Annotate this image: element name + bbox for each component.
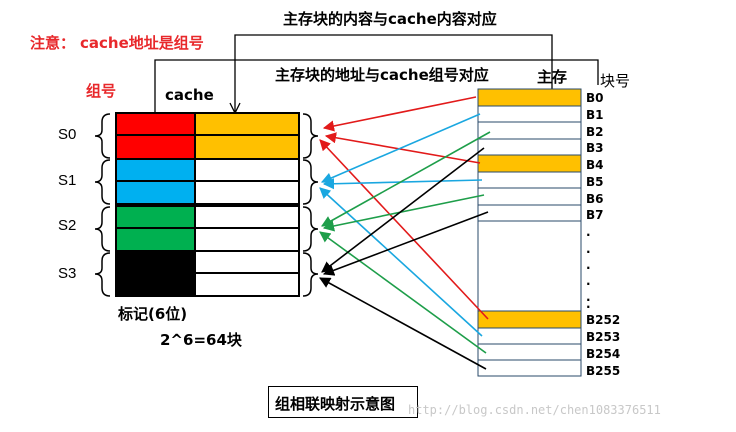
ellipsis-dot: .: [586, 225, 591, 239]
block-label-b255: B255: [586, 364, 621, 378]
cache-tag-cell: [116, 159, 195, 181]
main-memory-label: 主存: [537, 68, 568, 86]
block-label-b2: B2: [586, 125, 604, 139]
block-label-b6: B6: [586, 192, 604, 206]
cache-tag-cell: [116, 113, 195, 135]
block-label-b1: B1: [586, 108, 604, 122]
note-prefix: 注意：: [30, 34, 76, 52]
block-label-b7: B7: [586, 208, 604, 222]
block-label-b4: B4: [586, 158, 604, 172]
cache-content-cell: [195, 135, 299, 159]
ellipsis-dot: .: [586, 274, 591, 288]
block-label-b3: B3: [586, 141, 604, 155]
ellipsis-dot: .: [586, 290, 591, 304]
block-label-b254: B254: [586, 347, 621, 361]
annotation-content-correspondence: 主存块的内容与cache内容对应: [283, 10, 497, 28]
block-number-label: 块号: [600, 72, 631, 90]
cache-label: cache: [165, 86, 214, 104]
block-label-b0: B0: [586, 91, 604, 105]
block-label-b253: B253: [586, 330, 621, 344]
main-memory: [477, 88, 582, 377]
arrows-set-s3: [319, 147, 489, 370]
ellipsis-dot: .: [586, 258, 591, 272]
diagram-caption: 组相联映射示意图: [275, 395, 396, 413]
left-braces: [94, 113, 111, 297]
block-label-b5: B5: [586, 175, 604, 189]
set-label-s0: S0: [58, 126, 77, 143]
cache-content-cell: [195, 113, 299, 135]
cache-grid: [115, 112, 300, 297]
arrows-set-s2: [319, 131, 491, 354]
watermark: http://blog.csdn.net/chen1083376511: [408, 403, 661, 417]
tag-formula-label: 2^6=64块: [160, 331, 242, 349]
arrows-set-s0: [319, 96, 489, 320]
set-label-s2: S2: [58, 217, 77, 234]
annotation-address-correspondence: 主存块的地址与cache组号对应: [275, 66, 489, 84]
cache-tag-cell: [116, 251, 195, 273]
tag-bits-label: 标记(6位): [118, 305, 188, 323]
set-label-s3: S3: [58, 265, 77, 282]
note-text: cache地址是组号: [80, 34, 204, 52]
cache-tag-cell: [116, 206, 195, 228]
cache-tag-cell: [116, 181, 195, 204]
block-label-b252: B252: [586, 313, 621, 327]
cache-tag-cell: [116, 273, 195, 296]
cache-content-cell: [195, 159, 299, 296]
ellipsis-dot: .: [586, 242, 591, 256]
cache-tag-cell: [116, 228, 195, 251]
group-number-label: 组号: [86, 82, 117, 100]
content-correspondence-arrowhead: [229, 102, 241, 115]
caption-box: [268, 386, 418, 418]
right-braces: [302, 113, 319, 297]
ellipsis-dot: .: [586, 297, 591, 311]
cache-tag-cell: [116, 135, 195, 159]
arrows-set-s1: [319, 113, 483, 337]
set-label-s1: S1: [58, 172, 77, 189]
